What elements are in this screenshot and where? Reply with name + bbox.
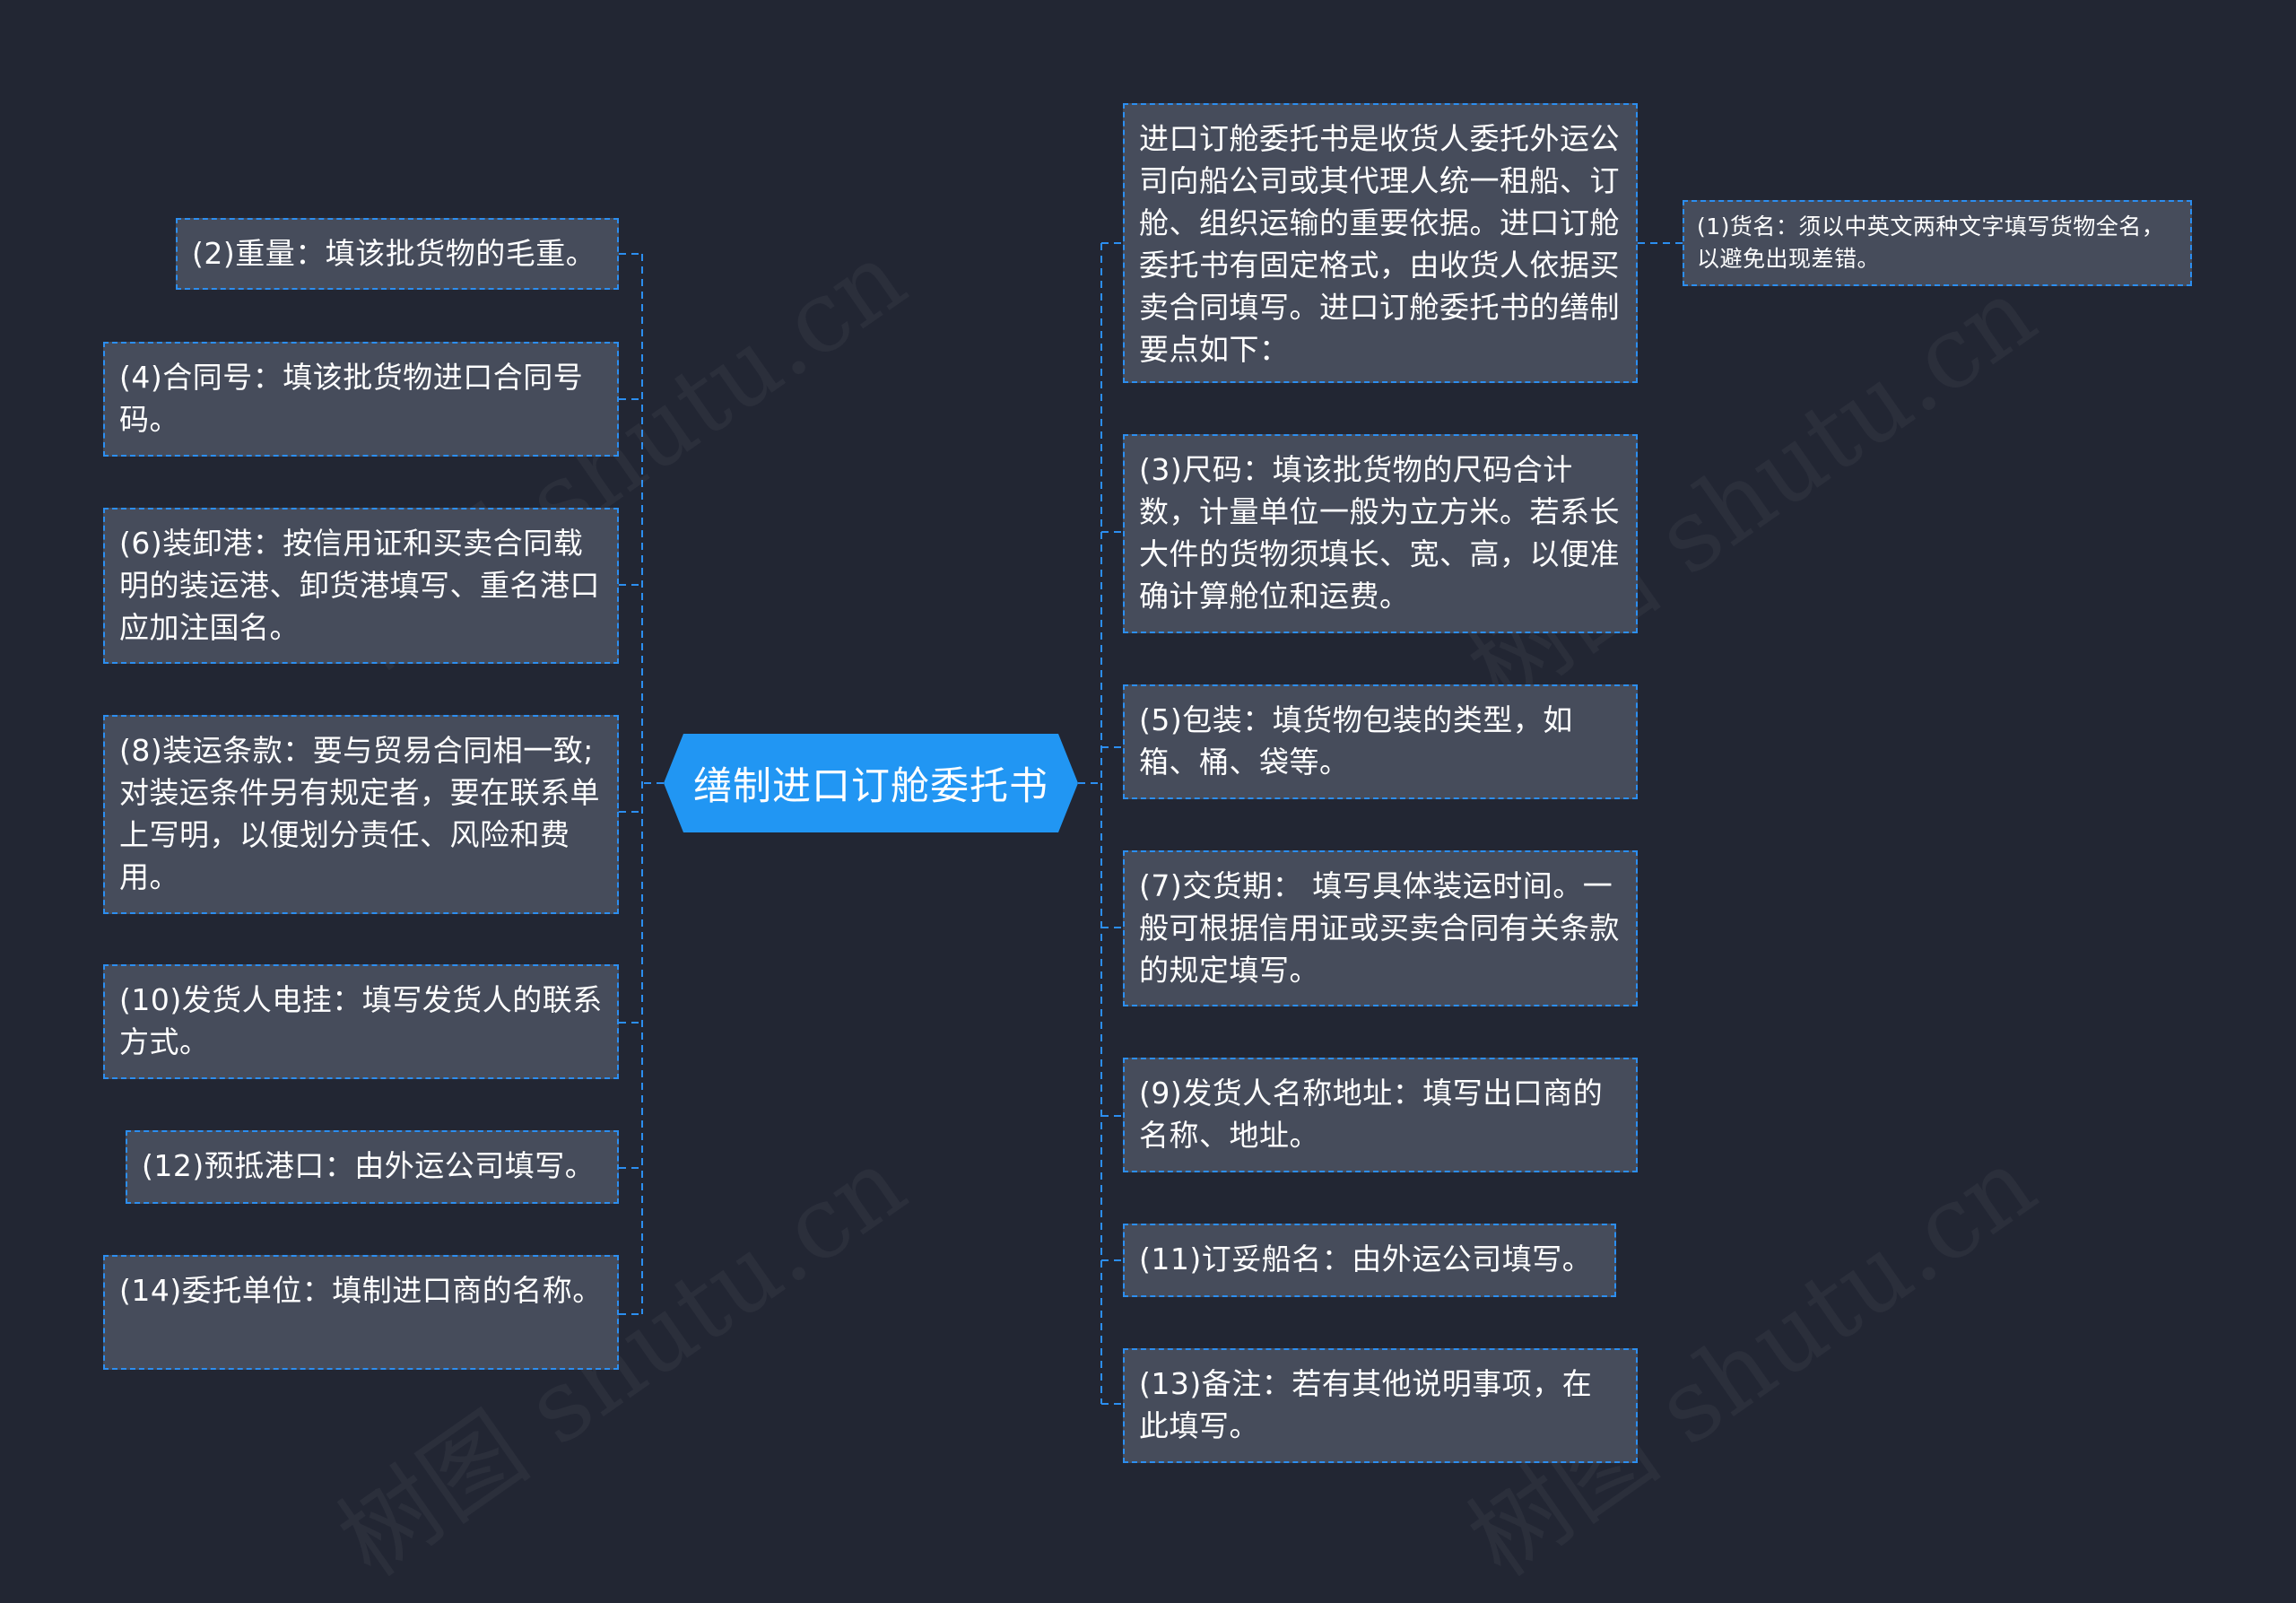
child-node-goods-name[interactable]: (1)货名：须以中英文两种文字填写货物全名，以避免出现差错。 [1683,200,2192,286]
right-node-remarks[interactable]: (13)备注：若有其他说明事项，在此填写。 [1123,1348,1638,1463]
right-node-measurement[interactable]: (3)尺码：填该批货物的尺码合计数，计量单位一般为立方米。若系长大件的货物须填长… [1123,434,1638,633]
root-topic[interactable]: 缮制进口订舱委托书 [664,734,1078,832]
left-node-shipper-cable[interactable]: (10)发货人电挂：填写发货人的联系方式。 [103,964,619,1079]
connector-lines [619,242,1683,1405]
left-node-shipment-terms[interactable]: (8)装运条款：要与贸易合同相一致;对装运条件另有规定者，要在联系单上写明，以便… [103,715,619,914]
left-node-weight[interactable]: (2)重量：填该批货物的毛重。 [176,218,619,290]
left-node-arrival-port[interactable]: (12)预抵港口：由外运公司填写。 [126,1130,619,1204]
right-node-shipper-address[interactable]: (9)发货人名称地址：填写出口商的名称、地址。 [1123,1058,1638,1172]
left-node-consignor[interactable]: (14)委托单位：填制进口商的名称。 [103,1255,619,1370]
left-node-ports[interactable]: (6)装卸港：按信用证和买卖合同载明的装运港、卸货港填写、重名港口应加注国名。 [103,508,619,664]
left-node-contract-no[interactable]: (4)合同号：填该批货物进口合同号码。 [103,342,619,457]
right-node-vessel-name[interactable]: (11)订妥船名：由外运公司填写。 [1123,1224,1616,1297]
right-node-packing[interactable]: (5)包装：填货物包装的类型，如箱、桶、袋等。 [1123,684,1638,799]
mindmap-canvas: 树图 shutu.cn 树图 shutu.cn 树图 shutu.cn 树图 s… [103,103,2192,1463]
right-node-delivery-date[interactable]: (7)交货期： 填写具体装运时间。一般可根据信用证或买卖合同有关条款的规定填写。 [1123,850,1638,1006]
right-node-intro[interactable]: 进口订舱委托书是收货人委托外运公司向船公司或其代理人统一租船、订舱、组织运输的重… [1123,103,1638,383]
